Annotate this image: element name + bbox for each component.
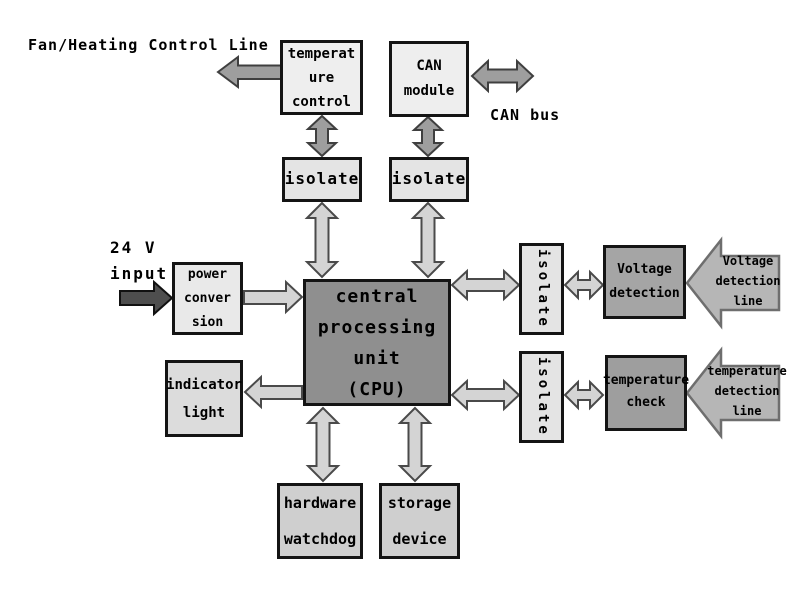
- isolate2-cpu-arrow-icon: [410, 201, 446, 279]
- temperature-detection-line-arrow-icon: [685, 346, 781, 440]
- input-24v-arrow-icon: [119, 279, 174, 317]
- tempctrl-line2: ure: [308, 69, 335, 86]
- can-module-box: CAN module: [389, 41, 469, 117]
- voltage-detection-line-label: Voltage detection line: [693, 251, 800, 311]
- temperature-check-box: temperature check: [602, 355, 690, 431]
- tempctrl-isolate-arrow-icon: [305, 114, 339, 158]
- tempcheck-line2: check: [626, 395, 666, 410]
- voltage-detection-line-arrow-icon: [685, 236, 781, 330]
- isolate1-cpu-arrow-icon: [304, 201, 340, 279]
- indicator-line1: indicator: [166, 376, 242, 393]
- tempctrl-line1: temperat: [287, 45, 356, 62]
- tempcheck-line1: temperature: [602, 373, 690, 388]
- fan-heating-arrow-icon: [216, 55, 282, 89]
- storage-line2: device: [392, 530, 447, 548]
- isolate-label: isolate: [534, 356, 551, 438]
- tempctrl-line3: control: [291, 93, 351, 110]
- watchdog-line2: watchdog: [283, 530, 357, 548]
- tempdet-line-1: temperature: [707, 364, 787, 378]
- cpu-storage-arrow-icon: [397, 406, 433, 483]
- isolate-right-upper-box: isolate: [519, 243, 564, 335]
- temperature-control-box: temperat ure control: [280, 40, 363, 115]
- power-line2: conver: [184, 290, 231, 306]
- indicator-line2: light: [182, 404, 226, 421]
- power-line1: power: [187, 266, 228, 282]
- cpu-isolate-upper-arrow-icon: [450, 268, 521, 302]
- can-bus-arrow-icon: [470, 58, 535, 94]
- power-cpu-arrow-icon: [243, 279, 304, 315]
- isolate-right-lower-box: isolate: [519, 351, 564, 443]
- cpu-box: central processing unit (CPU): [303, 279, 451, 406]
- fan-heating-line-label: Fan/Heating Control Line: [28, 36, 269, 54]
- voltage-detection-box: Voltage detection: [603, 245, 686, 319]
- cpu-indicator-arrow-icon: [243, 374, 303, 410]
- isolate-label: isolate: [534, 248, 551, 330]
- cpu-watchdog-arrow-icon: [305, 406, 341, 483]
- cpu-line1: central: [335, 285, 419, 307]
- can-line2: module: [403, 83, 455, 99]
- storage-line1: storage: [387, 494, 452, 512]
- tempdet-line-3: line: [732, 404, 762, 418]
- can-bus-label: CAN bus: [490, 106, 561, 124]
- isolate-top-left-box: isolate: [282, 157, 362, 202]
- cpu-line2: processing: [317, 316, 437, 338]
- voltage-line-2: detection: [715, 274, 781, 288]
- cpu-line3: unit: [353, 347, 401, 369]
- isolate-label: isolate: [391, 169, 467, 189]
- input-24v-line2: input: [110, 264, 169, 283]
- temperature-detection-line-label: temperature detection line: [690, 361, 800, 421]
- input-24v-line1: 24 V: [110, 238, 157, 257]
- isolate-voltage-arrow-icon: [563, 269, 605, 301]
- can-line1: CAN: [416, 58, 442, 74]
- indicator-light-box: indicator light: [165, 360, 243, 437]
- cpu-isolate-lower-arrow-icon: [450, 378, 521, 412]
- storage-device-box: storage device: [379, 483, 460, 559]
- isolate-tempcheck-arrow-icon: [563, 379, 605, 411]
- voltage-line-1: Voltage: [722, 254, 774, 268]
- input-24v-label: 24 V input: [110, 235, 168, 287]
- isolate-label: isolate: [284, 169, 360, 189]
- watchdog-line1: hardware: [283, 494, 357, 512]
- can-isolate-arrow-icon: [411, 115, 445, 158]
- voltage-line-3: line: [733, 294, 763, 308]
- isolate-top-right-box: isolate: [389, 157, 469, 202]
- power-conversion-box: power conver sion: [172, 262, 243, 335]
- hardware-watchdog-box: hardware watchdog: [277, 483, 363, 559]
- cpu-line4: (CPU): [347, 378, 407, 400]
- tempdet-line-2: detection: [714, 384, 780, 398]
- power-line3: sion: [191, 314, 224, 330]
- voltage-det-line2: detection: [609, 286, 680, 301]
- voltage-det-line1: Voltage: [617, 262, 672, 277]
